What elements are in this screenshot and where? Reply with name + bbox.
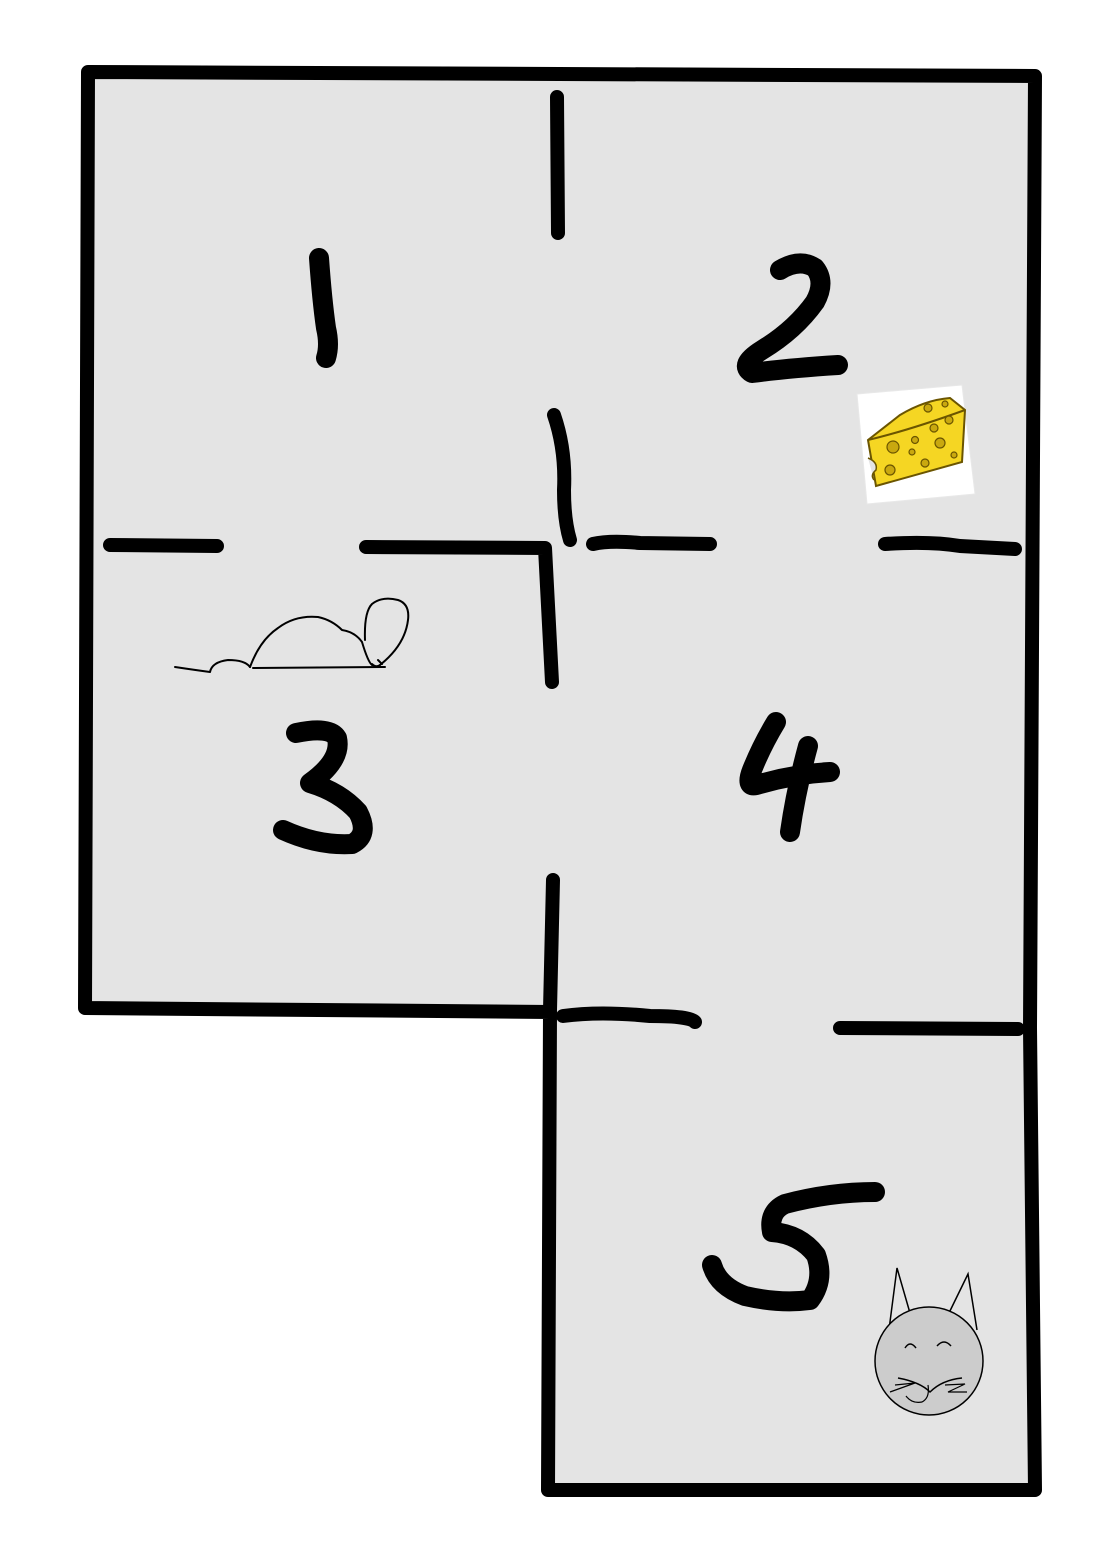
wall-2-4-left	[586, 534, 717, 551]
room-1-number: 1	[309, 248, 338, 368]
wall-4-5-right	[833, 1021, 1025, 1036]
room-3-number: 3	[273, 720, 373, 855]
room-2-label: 2	[780, 313, 785, 322]
wall-1-3-left	[103, 538, 224, 553]
room-5-label: 5	[760, 1243, 765, 1252]
mouse-icon	[174, 597, 410, 673]
wall-1-3-right	[359, 540, 559, 689]
wall-1-2-upper	[550, 90, 565, 240]
room-2-number: 2	[737, 253, 848, 383]
wall-2-4-right	[878, 535, 1022, 556]
cat-icon	[874, 1267, 984, 1416]
internal-walls	[103, 90, 1025, 1036]
outer-wall	[78, 65, 1042, 1497]
cheese-icon	[856, 384, 976, 505]
room-4-number: 4	[739, 712, 840, 842]
room-5-number: 5	[702, 1182, 885, 1312]
wall-4-5-left	[556, 1006, 702, 1029]
wall-1-2-lower	[547, 408, 577, 547]
wall-3-4-lower	[543, 873, 560, 1017]
floor-area	[85, 72, 1035, 1490]
